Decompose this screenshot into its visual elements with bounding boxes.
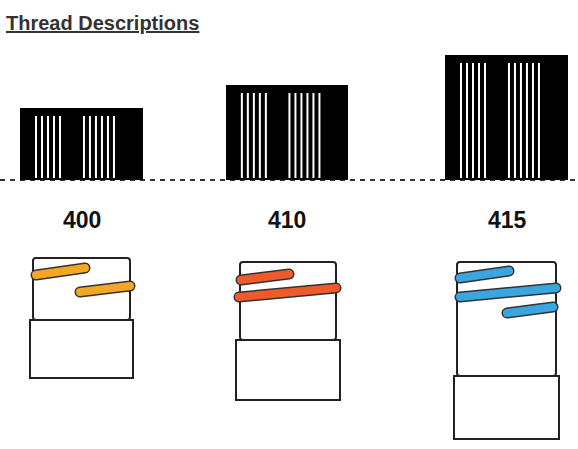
thread-415 <box>460 271 556 313</box>
thread-stripe <box>460 63 462 178</box>
thread-stripe <box>294 93 296 178</box>
thread-stripe <box>253 93 255 178</box>
thread-code: 400 <box>63 207 101 234</box>
thread-stripe <box>241 93 243 178</box>
thread-stripe <box>47 116 49 178</box>
thread-stripe <box>265 93 267 178</box>
thread-stripe <box>306 93 308 178</box>
thread-stripe <box>478 63 480 178</box>
thread-stripe <box>520 63 522 178</box>
thread-stripe <box>259 93 261 178</box>
thread-stripe <box>95 116 97 178</box>
thread-stripe <box>107 116 109 178</box>
diagram-title: Thread Descriptions <box>6 12 199 35</box>
thread-code: 415 <box>488 207 526 234</box>
thread-stripe <box>113 116 115 178</box>
thread-stripe <box>466 63 468 178</box>
thread-stripe <box>41 116 43 178</box>
thread-stripe <box>312 93 314 178</box>
bottle-400 <box>30 258 133 378</box>
thread-stripe <box>484 63 486 178</box>
bottle-410 <box>236 262 340 400</box>
thread-blocks <box>20 55 568 180</box>
thread-410 <box>239 274 336 297</box>
thread-stripe <box>514 63 516 178</box>
thread-stripe <box>300 93 302 178</box>
thread-block <box>20 108 143 180</box>
thread-stripe <box>83 116 85 178</box>
thread-stripe <box>59 116 61 178</box>
thread-code: 410 <box>268 207 306 234</box>
thread-stripe <box>89 116 91 178</box>
thread-stripe <box>526 63 528 178</box>
thread-400 <box>36 268 130 292</box>
thread-block <box>445 55 568 180</box>
thread-stripe <box>538 63 540 178</box>
thread-stripe <box>318 93 320 178</box>
thread-stripe <box>532 63 534 178</box>
thread-stripe <box>508 63 510 178</box>
thread-block <box>226 85 348 180</box>
thread-stripe <box>53 116 55 178</box>
thread-stripe <box>247 93 249 178</box>
thread-stripe <box>35 116 37 178</box>
bottle-415 <box>454 262 559 439</box>
thread-stripe <box>288 93 290 178</box>
thread-stripe <box>472 63 474 178</box>
thread-stripe <box>101 116 103 178</box>
